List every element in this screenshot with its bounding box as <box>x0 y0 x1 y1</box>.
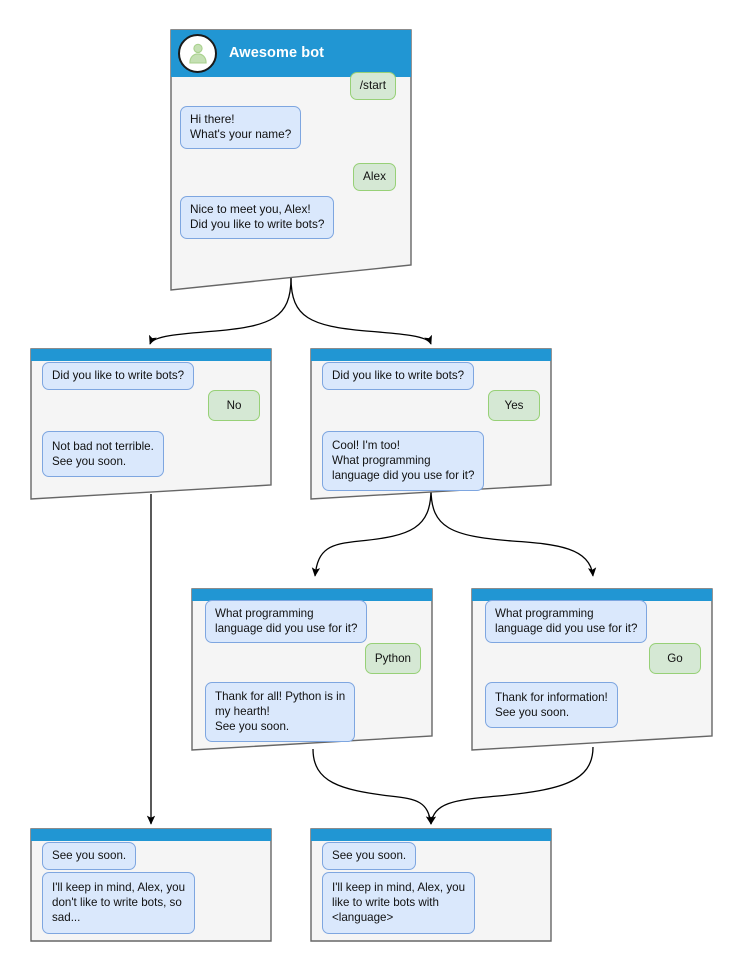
message-row: Yes <box>318 390 540 422</box>
bot-message-bubble[interactable]: Not bad not terrible. See you soon. <box>42 431 164 478</box>
message-row: Thank for information! See you soon. <box>485 682 661 729</box>
node-answer-yes[interactable]: Did you like to write bots? Yes Cool! I'… <box>310 348 552 500</box>
bot-message-bubble[interactable]: I'll keep in mind, Alex, you like to wri… <box>322 872 476 934</box>
bot-message-bubble[interactable]: Cool! I'm too! What programming language… <box>322 431 485 491</box>
node-start-header: Awesome bot <box>170 29 412 77</box>
user-message-bubble[interactable]: Go <box>649 643 701 675</box>
bot-message-bubble[interactable]: Nice to meet you, Alex! Did you like to … <box>180 196 335 240</box>
message-row: Alex <box>178 163 396 192</box>
user-message-bubble[interactable]: /start <box>349 72 396 101</box>
bot-message-bubble[interactable]: Thank for information! See you soon. <box>485 682 618 729</box>
message-row: Hi there! What's your name? <box>180 106 372 150</box>
message-row: I'll keep in mind, Alex, you don't like … <box>42 872 212 934</box>
node-answer-no[interactable]: Did you like to write bots? No Not bad n… <box>30 348 272 500</box>
bot-message-bubble[interactable]: I'll keep in mind, Alex, you don't like … <box>42 872 196 934</box>
edge-go-to-end <box>428 746 594 825</box>
message-row: Thank for all! Python is in my hearth! S… <box>205 682 381 742</box>
user-message-bubble[interactable]: Yes <box>488 390 540 422</box>
user-message-bubble[interactable]: No <box>208 390 260 422</box>
message-row: Did you like to write bots? <box>322 362 492 391</box>
node-end-no[interactable]: See you soon. I'll keep in mind, Alex, y… <box>30 828 272 942</box>
bot-message-bubble[interactable]: What programming language did you use fo… <box>485 600 648 644</box>
node-end-yes[interactable]: See you soon. I'll keep in mind, Alex, y… <box>310 828 552 942</box>
message-row: Python <box>199 643 421 675</box>
message-row: Did you like to write bots? <box>42 362 212 391</box>
message-row: See you soon. <box>42 842 212 871</box>
bot-message-bubble[interactable]: See you soon. <box>42 842 137 871</box>
person-avatar-icon <box>178 33 217 73</box>
message-row: See you soon. <box>322 842 492 871</box>
node-answer-go[interactable]: What programming language did you use fo… <box>471 588 713 751</box>
bot-message-bubble[interactable]: What programming language did you use fo… <box>205 600 368 644</box>
message-row: /start <box>178 72 396 101</box>
message-row: Cool! I'm too! What programming language… <box>322 431 492 491</box>
node-start[interactable]: Awesome bot /start Hi there! What's your… <box>170 29 412 291</box>
message-row: Nice to meet you, Alex! Did you like to … <box>180 196 372 240</box>
message-row: What programming language did you use fo… <box>485 600 661 644</box>
bot-message-bubble[interactable]: See you soon. <box>322 842 417 871</box>
user-message-bubble[interactable]: Python <box>364 643 421 675</box>
bot-message-bubble[interactable]: Hi there! What's your name? <box>180 106 302 150</box>
message-row: No <box>38 390 260 422</box>
message-row: Go <box>479 643 701 675</box>
edge-yes-to-python <box>311 488 432 577</box>
bot-name-label: Awesome bot <box>229 45 325 61</box>
node-answer-python[interactable]: What programming language did you use fo… <box>191 588 433 751</box>
user-message-bubble[interactable]: Alex <box>353 163 396 192</box>
bot-message-bubble[interactable]: Did you like to write bots? <box>322 362 475 391</box>
message-row: What programming language did you use fo… <box>205 600 381 644</box>
message-row: I'll keep in mind, Alex, you like to wri… <box>322 872 492 934</box>
bot-message-bubble[interactable]: Did you like to write bots? <box>42 362 195 391</box>
bot-message-bubble[interactable]: Thank for all! Python is in my hearth! S… <box>205 682 356 742</box>
edge-yes-to-go <box>430 488 597 577</box>
message-row: Not bad not terrible. See you soon. <box>42 431 232 478</box>
edge-python-to-end <box>312 748 434 825</box>
